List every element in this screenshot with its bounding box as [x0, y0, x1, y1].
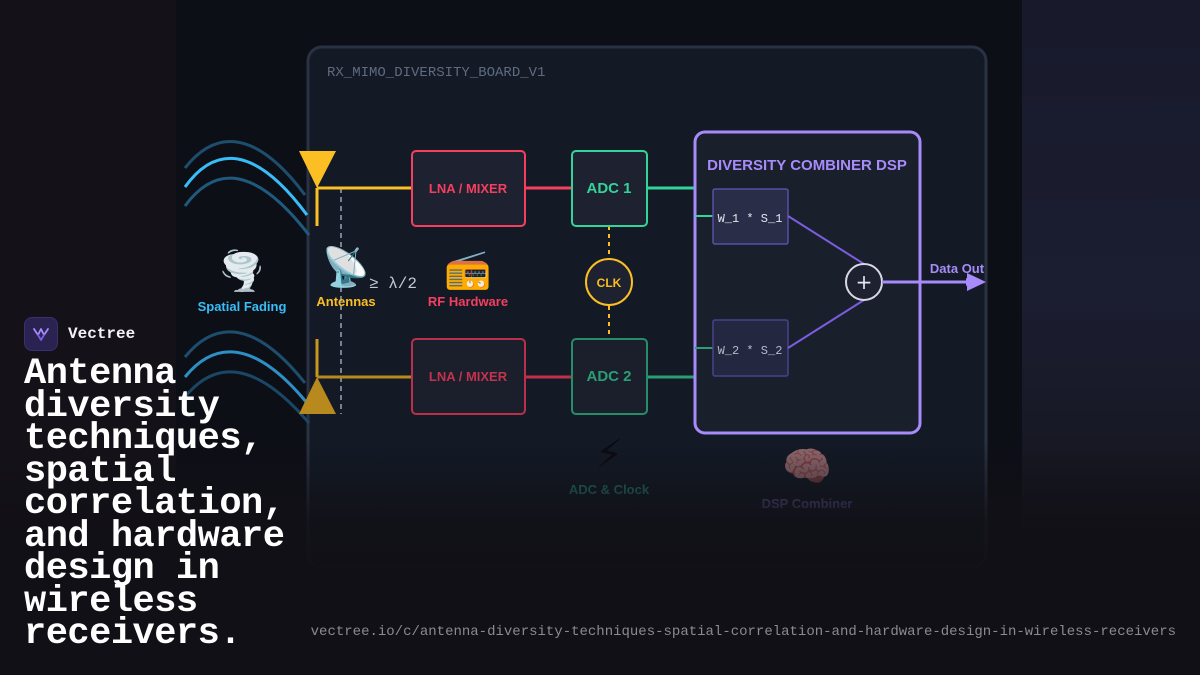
antennas-label: Antennas [316, 294, 375, 309]
lna-mixer-bottom-label: LNA / MIXER [429, 369, 508, 384]
fading-waves-bottom [183, 330, 311, 424]
clock-label: CLK [597, 276, 622, 290]
brand: Vectree [24, 317, 135, 351]
rf-hardware-label: RF Hardware [428, 294, 508, 309]
brain-icon: 🧠 [782, 444, 832, 490]
lna-mixer-top-label: LNA / MIXER [429, 181, 508, 196]
page-title: Antenna diversity techniques, spatial co… [24, 353, 285, 655]
wire-weight-2-sum [787, 299, 865, 349]
article-url: vectree.io/c/antenna-diversity-technique… [310, 624, 1176, 640]
radio-icon: 📻 [444, 247, 491, 291]
weight-2-label: W_2 * S_2 [718, 344, 783, 358]
adc-2-block [571, 338, 648, 415]
vectree-logo-icon [24, 317, 58, 351]
data-out-label: Data Out [930, 261, 985, 276]
lna-mixer-bottom-block [411, 338, 526, 415]
antenna-top-icon [299, 151, 336, 188]
diversity-combiner-title: DIVERSITY COMBINER DSP [707, 157, 907, 174]
tornado-icon: 🌪️ [218, 248, 265, 294]
data-out-arrowhead-icon [967, 273, 986, 291]
adc-clock-label: ADC & Clock [569, 482, 650, 497]
adc-1-block [571, 150, 648, 227]
clock-circle [585, 258, 633, 306]
antenna-spacing-label: ≥ λ/2 [369, 275, 417, 293]
satellite-dish-icon: 📡 [322, 243, 369, 289]
weight-1-label: W_1 * S_1 [718, 212, 783, 226]
adc-2-label: ADC 2 [586, 368, 631, 385]
dsp-combiner-label: DSP Combiner [762, 496, 853, 511]
wire-weight-1-sum [787, 215, 865, 265]
sum-symbol: + [856, 270, 873, 294]
adc-1-label: ADC 1 [586, 180, 631, 197]
fading-waves-top [183, 140, 311, 236]
lightning-icon: ⚡ [595, 432, 623, 478]
lna-mixer-top-block [411, 150, 526, 227]
brand-name: Vectree [68, 325, 136, 343]
antenna-bottom-icon [299, 377, 336, 414]
spatial-fading-label: Spatial Fading [198, 299, 287, 314]
board-title: RX_MIMO_DIVERSITY_BOARD_V1 [327, 65, 545, 81]
